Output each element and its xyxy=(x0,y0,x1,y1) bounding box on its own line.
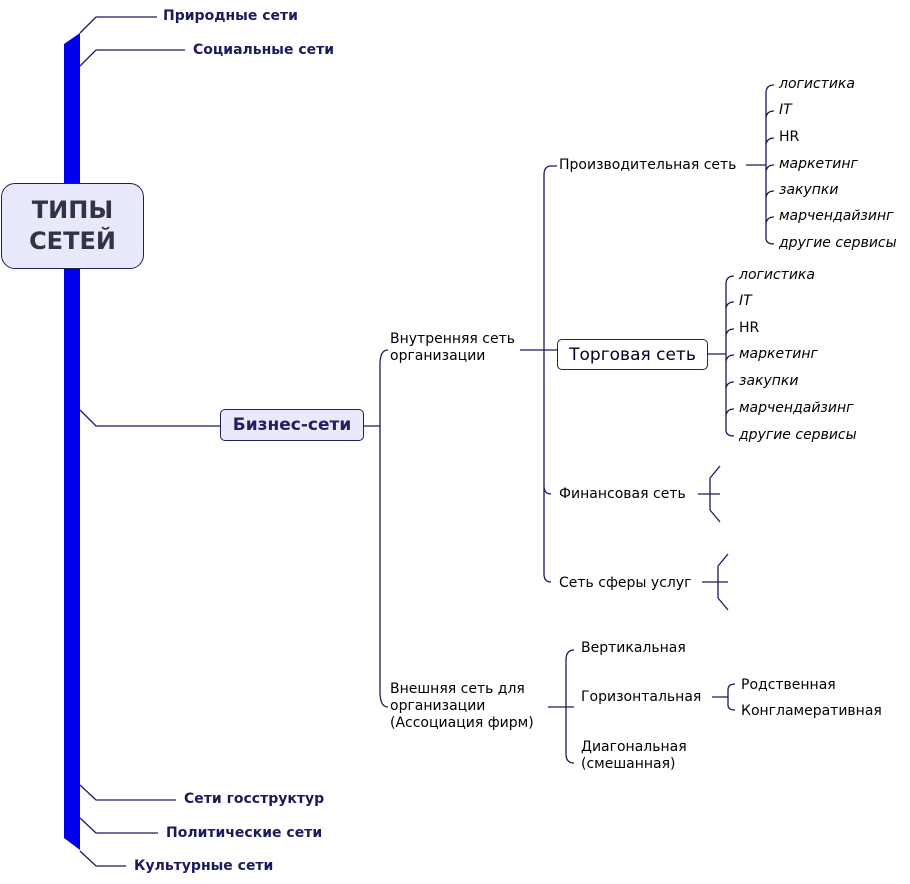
trade-item-purchasing: закупки xyxy=(739,373,799,389)
trade-item-it: IT xyxy=(739,293,752,309)
production-item-it: IT xyxy=(779,102,792,118)
external-network-label: Внешняя сеть для организации (Ассоциация… xyxy=(390,681,534,731)
branch-socialnye xyxy=(79,49,185,67)
services-network-label: Сеть сферы услуг xyxy=(559,575,692,591)
label-prirodnye-seti: Природные сети xyxy=(163,8,298,24)
external-connector xyxy=(548,649,575,764)
branch-prirodnye xyxy=(79,16,157,34)
trade-connector xyxy=(708,275,735,437)
production-item-hr: HR xyxy=(779,129,800,145)
trade-item-logistics: логистика xyxy=(739,267,815,283)
branch-politicheskie xyxy=(79,817,158,834)
internal-network-label: Внутренняя сеть организации xyxy=(390,331,516,364)
trade-item-merchandising: марчендайзинг xyxy=(739,400,854,416)
finance-network-label: Финансовая сеть xyxy=(559,486,686,502)
production-item-purchasing: закупки xyxy=(779,182,839,198)
branch-kulturnye xyxy=(79,850,126,867)
root-title: ТИПЫ СЕТЕЙ xyxy=(29,196,116,255)
label-politicheskie-seti: Политические сети xyxy=(166,825,323,841)
trade-item-marketing: маркетинг xyxy=(739,346,818,362)
production-network-label: Производительная сеть xyxy=(559,157,737,173)
business-label: Бизнес-сети xyxy=(232,415,352,435)
horizontal-connector xyxy=(712,683,736,711)
branch-biznes xyxy=(79,409,220,427)
branch-gosstruktur xyxy=(79,784,176,801)
business-node[interactable]: Бизнес-сети xyxy=(220,409,364,441)
label-kulturnye-seti: Культурные сети xyxy=(134,858,274,874)
production-item-marketing: маркетинг xyxy=(779,156,858,172)
finance-connector xyxy=(698,465,721,523)
horizontal-label: Горизонтальная xyxy=(581,689,702,705)
trade-item-hr: HR xyxy=(739,320,760,336)
horizontal-item-related: Родственная xyxy=(741,677,836,693)
trade-item-other: другие сервисы xyxy=(739,427,857,443)
trade-network-node[interactable]: Торговая сеть xyxy=(557,339,708,370)
vertical-label: Вертикальная xyxy=(581,640,686,656)
production-connector xyxy=(746,84,775,245)
biz-connector xyxy=(364,349,389,708)
production-item-merchandising: марчендайзинг xyxy=(779,208,894,224)
root-node[interactable]: ТИПЫ СЕТЕЙ xyxy=(1,183,144,269)
production-item-other: другие сервисы xyxy=(779,235,897,251)
label-seti-gosstruktur: Сети госструктур xyxy=(184,791,325,807)
horizontal-item-conglomerate: Конгламеративная xyxy=(741,703,882,719)
label-socialnye-seti: Социальные сети xyxy=(193,42,335,58)
internal-connector xyxy=(520,165,557,583)
services-connector xyxy=(702,553,729,611)
production-item-logistics: логистика xyxy=(779,76,855,92)
main-spine xyxy=(64,33,80,850)
trade-network-label: Торговая сеть xyxy=(569,344,696,365)
diagonal-label: Диагональная (смешанная) xyxy=(581,739,687,772)
